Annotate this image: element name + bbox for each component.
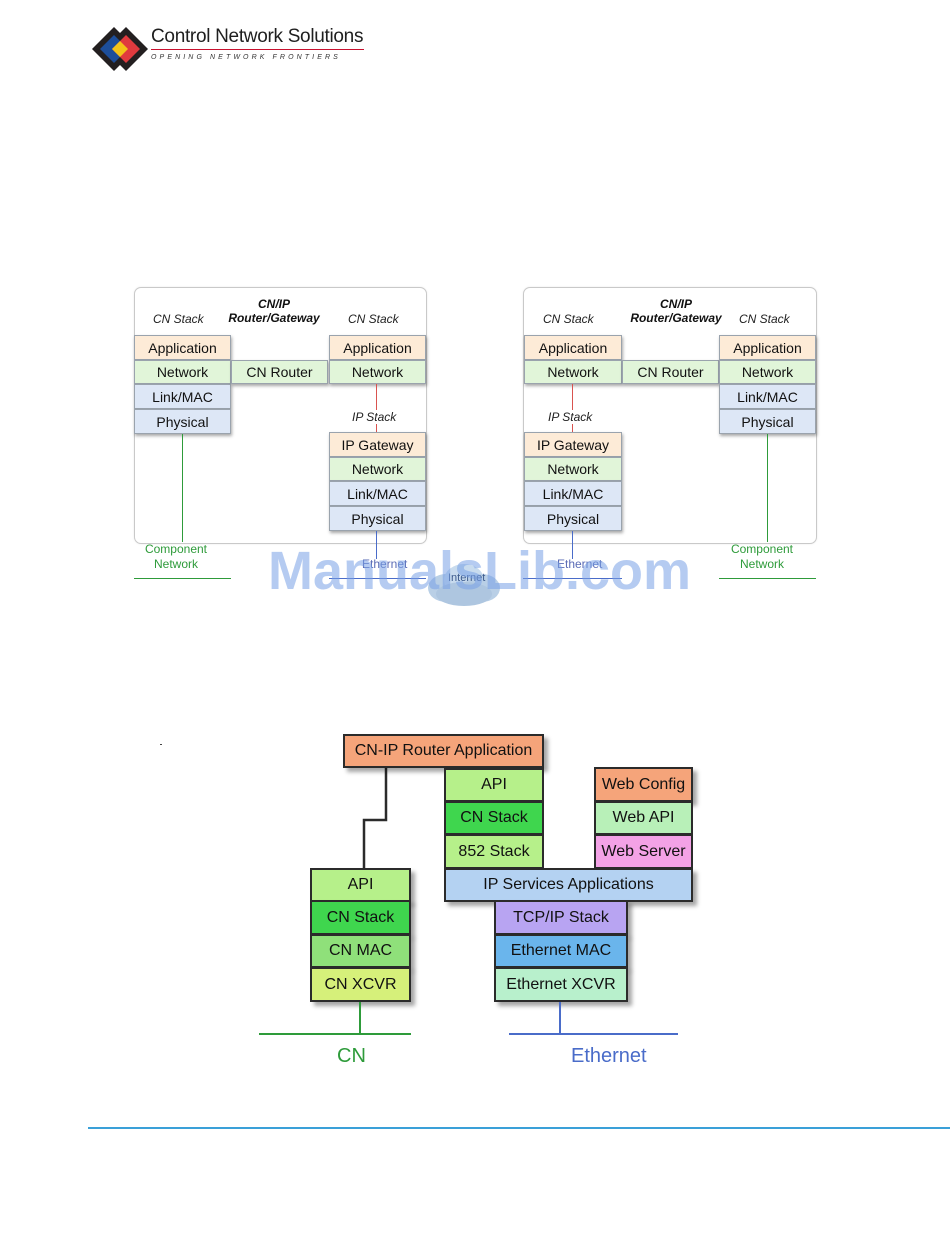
- cn-stack-label: CN Stack: [543, 312, 594, 326]
- cn-stack-block: CN Stack: [444, 801, 544, 835]
- ip-stack-label: IP Stack: [546, 410, 595, 424]
- stack-layer: Application: [329, 335, 426, 360]
- stack-layer: Network: [134, 360, 231, 384]
- ethernet-bus: [509, 1033, 678, 1035]
- cn-label: CN: [337, 1045, 366, 1067]
- stack-layer: Application: [719, 335, 816, 360]
- stack-layer: Physical: [719, 409, 816, 434]
- stack-layer: IP Gateway: [524, 432, 622, 457]
- component-network-bus: [719, 578, 816, 579]
- ip-link-line: [572, 384, 573, 432]
- ip-services-block: IP Services Applications: [444, 868, 693, 902]
- cn-stack-block: CN Stack: [310, 900, 411, 935]
- stack-layer: Network: [524, 360, 622, 384]
- cn-xcvr-block: CN XCVR: [310, 967, 411, 1002]
- web-api-block: Web API: [594, 801, 693, 835]
- cn-bus: [259, 1033, 411, 1035]
- stack-852-block: 852 Stack: [444, 834, 544, 869]
- web-server-block: Web Server: [594, 834, 693, 869]
- component-network-label: Component Network: [730, 542, 794, 571]
- router-application-block: CN-IP Router Application: [343, 734, 544, 768]
- connector-line: [362, 766, 388, 870]
- stack-layer: Network: [524, 457, 622, 481]
- ethernet-drop-line: [559, 1002, 561, 1034]
- cn-stack-label: CN Stack: [739, 312, 790, 326]
- brand-rule: [151, 49, 364, 50]
- watermark: ManualsLib.com: [268, 541, 692, 601]
- ethernet-line: [572, 531, 573, 559]
- internet-label: Internet: [448, 572, 486, 584]
- stack-layer: Link/MAC: [329, 481, 426, 506]
- stack-layer: Application: [134, 335, 231, 360]
- ethernet-label: Ethernet: [557, 557, 603, 571]
- stack-layer: Link/MAC: [524, 481, 622, 506]
- stray-mark: [160, 744, 162, 745]
- stack-layer: Physical: [524, 506, 622, 531]
- stack-layer: IP Gateway: [329, 432, 426, 457]
- router-gateway-title: CN/IP Router/Gateway: [228, 297, 320, 325]
- ip-link-line: [376, 384, 377, 432]
- router-gateway-title: CN/IP Router/Gateway: [630, 297, 722, 325]
- ip-stack-label: IP Stack: [350, 410, 399, 424]
- footer-rule: [88, 1127, 950, 1129]
- ethernet-mac-block: Ethernet MAC: [494, 934, 628, 968]
- ethernet-line: [376, 531, 377, 559]
- component-network-line: [767, 434, 768, 542]
- cn-drop-line: [359, 1002, 361, 1034]
- stack-layer: Network: [719, 360, 816, 384]
- stack-layer: Network: [329, 457, 426, 481]
- stack-layer: Physical: [134, 409, 231, 434]
- brand-name: Control Network Solutions: [151, 26, 364, 47]
- cn-api-block: API: [310, 868, 411, 902]
- component-network-bus: [134, 578, 231, 579]
- cn-stack-label: CN Stack: [348, 312, 399, 326]
- component-network-line: [182, 434, 183, 542]
- component-network-label: Component Network: [144, 542, 208, 571]
- ethernet-bus: [523, 578, 622, 579]
- brand-tagline: OPENING NETWORK FRONTIERS: [151, 54, 341, 61]
- ethernet-xcvr-block: Ethernet XCVR: [494, 967, 628, 1002]
- internet-cloud-icon: [428, 564, 500, 606]
- stack-layer: Physical: [329, 506, 426, 531]
- web-config-block: Web Config: [594, 767, 693, 802]
- stack-layer: Application: [524, 335, 622, 360]
- ethernet-label: Ethernet: [571, 1045, 647, 1067]
- stack-layer: Link/MAC: [134, 384, 231, 409]
- stack-layer: Link/MAC: [719, 384, 816, 409]
- ethernet-bus: [329, 578, 426, 579]
- logo-mark-icon: [92, 27, 148, 71]
- cn-router-box: CN Router: [231, 360, 328, 384]
- cn-router-box: CN Router: [622, 360, 719, 384]
- cn-stack-label: CN Stack: [153, 312, 204, 326]
- tcp-ip-stack-block: TCP/IP Stack: [494, 900, 628, 935]
- stack-layer: Network: [329, 360, 426, 384]
- cn-mac-block: CN MAC: [310, 934, 411, 968]
- ethernet-label: Ethernet: [362, 557, 408, 571]
- api-block: API: [444, 768, 544, 802]
